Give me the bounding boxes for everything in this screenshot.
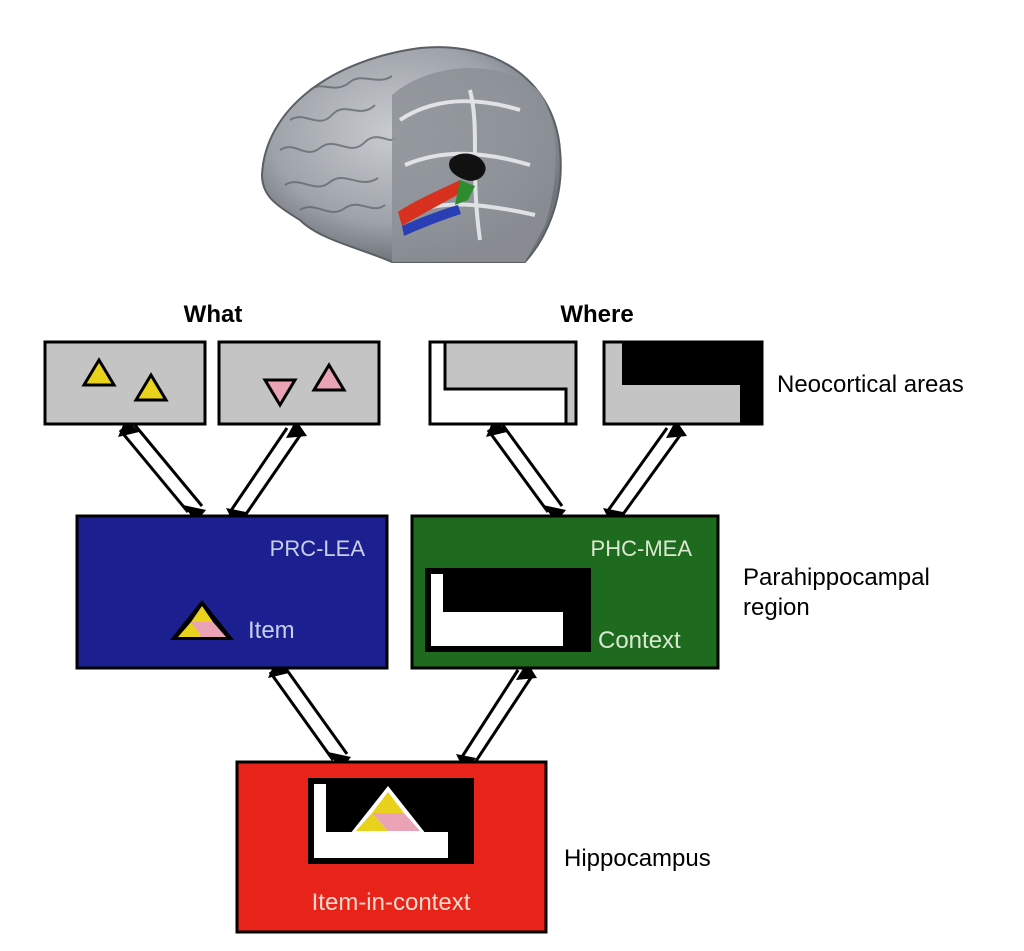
hippocampus-label: Hippocampus: [564, 845, 711, 872]
hippocampus-box: Item-in-context: [235, 760, 548, 934]
parahippocampal-label-line2: region: [743, 594, 810, 621]
parahippocampal-label-line1: Parahippocampal: [743, 564, 930, 591]
neocortex-box-where-2: [602, 340, 764, 426]
phc-mea-title: PHC-MEA: [591, 536, 693, 561]
brain-illustration: [260, 46, 562, 263]
neocortex-box-what-1: [43, 340, 207, 426]
item-in-context-shape-icon: [308, 778, 474, 864]
connection-arrows: [118, 423, 683, 765]
where-label: Where: [560, 301, 633, 328]
prc-lea-title: PRC-LEA: [270, 536, 366, 561]
yellow-triangle-icon: [81, 357, 117, 387]
context-shape-icon: [425, 568, 591, 652]
pink-triangle-icon: [311, 362, 347, 392]
item-triangle-cluster-icon: [170, 600, 234, 640]
item-in-context-label: Item-in-context: [312, 889, 471, 916]
what-label: What: [184, 301, 243, 328]
pink-inverted-triangle-icon: [262, 378, 298, 408]
yellow-triangle-icon: [133, 372, 169, 402]
context-label: Context: [598, 627, 681, 654]
prc-lea-box: PRC-LEA Item: [75, 514, 389, 670]
arrowheads: [118, 418, 687, 772]
neocortical-areas-label: Neocortical areas: [777, 371, 964, 398]
neocortex-box-what-2: [217, 340, 381, 426]
phc-mea-box: PHC-MEA Context: [410, 514, 720, 670]
item-label: Item: [248, 617, 295, 644]
neocortex-box-where-1: [428, 340, 578, 426]
